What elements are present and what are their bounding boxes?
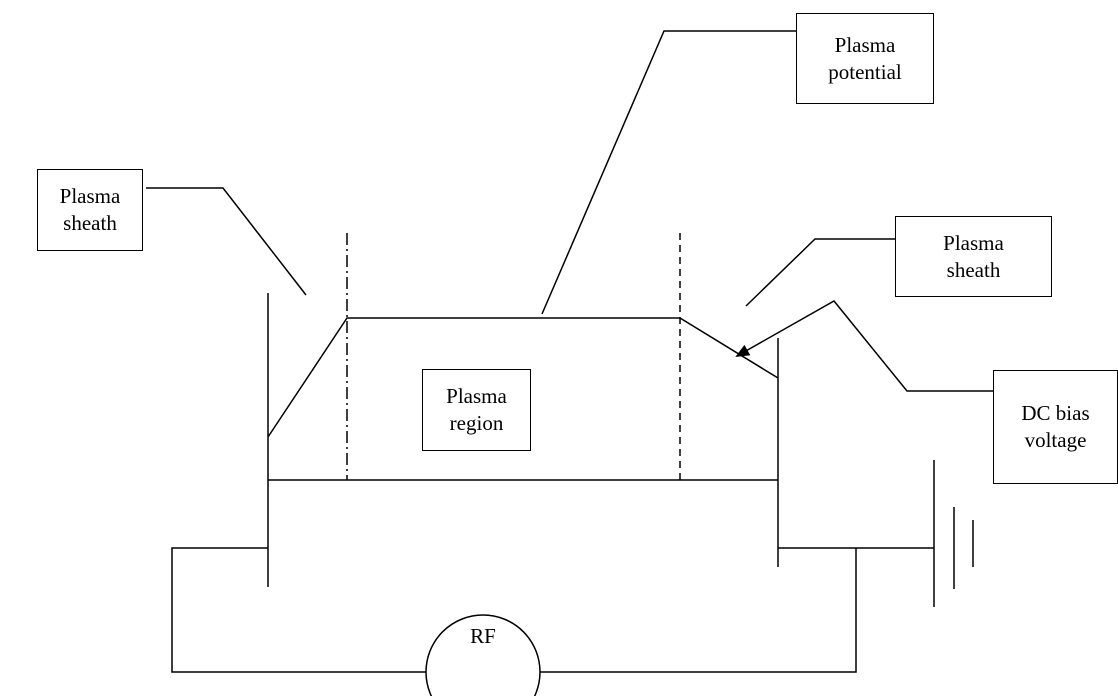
leader-plasma-sheath-left bbox=[146, 187, 307, 296]
label-line: region bbox=[449, 411, 504, 435]
label-dc-bias-voltage: DC bias voltage bbox=[993, 370, 1118, 484]
label-line: DC bias bbox=[1021, 401, 1090, 425]
label-line: potential bbox=[828, 59, 902, 84]
label-plasma-sheath-left: Plasma sheath bbox=[37, 169, 143, 251]
label-line: Plasma bbox=[943, 230, 1004, 255]
label-plasma-sheath-right: Plasma sheath bbox=[895, 216, 1052, 297]
rf-wire-right bbox=[540, 548, 857, 673]
leader-dc-bias-voltage bbox=[735, 300, 993, 392]
label-line: sheath bbox=[946, 257, 1001, 282]
label-line: voltage bbox=[1024, 428, 1087, 452]
rf-source-label: RF bbox=[470, 624, 496, 648]
label-line: Plasma bbox=[59, 184, 121, 208]
label-plasma-region: Plasma region bbox=[422, 369, 531, 451]
label-line: sheath bbox=[63, 211, 117, 235]
potential-profile bbox=[267, 317, 779, 438]
rf-source-circle bbox=[425, 614, 541, 696]
leader-plasma-sheath-right bbox=[745, 238, 895, 307]
label-plasma-potential: Plasma potential bbox=[796, 13, 934, 104]
label-line: Plasma bbox=[834, 32, 896, 57]
label-line: Plasma bbox=[446, 384, 507, 408]
leader-plasma-potential bbox=[541, 30, 796, 315]
rf-wire-left bbox=[171, 547, 426, 673]
